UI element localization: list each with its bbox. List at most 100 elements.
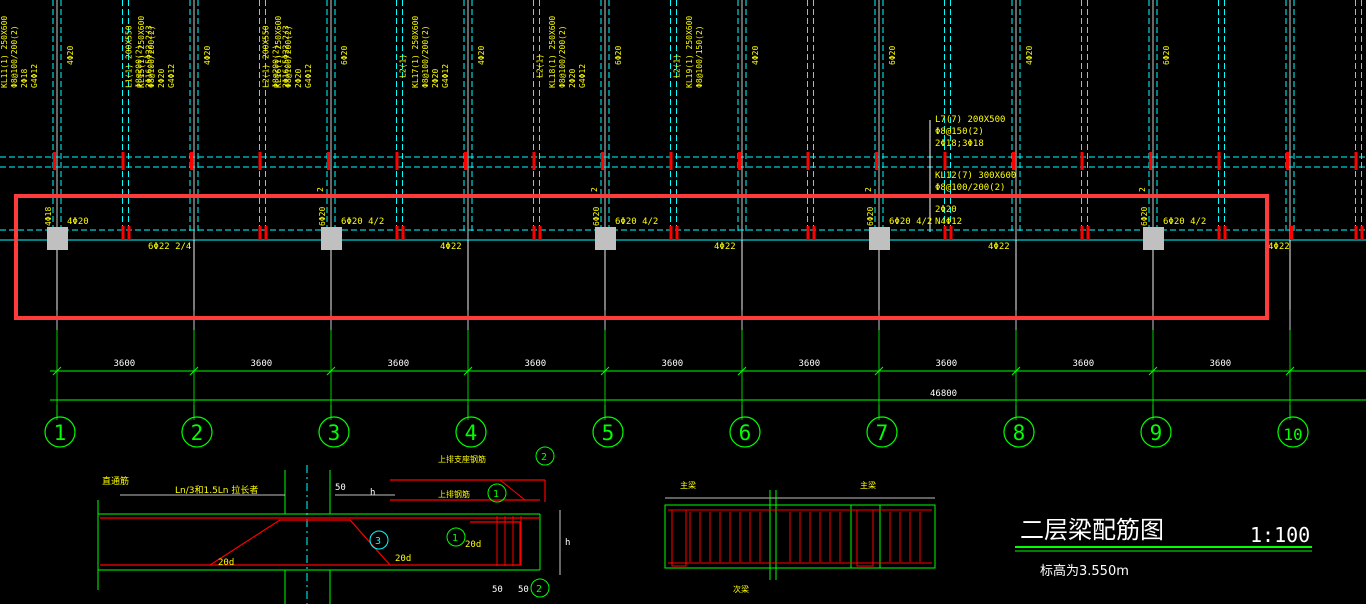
drawing-title: 二层梁配筋图: [1020, 516, 1164, 544]
bottom-bar-label: 6Φ22 2/4: [148, 242, 191, 252]
detail-upper-row: 上排钢筋: [438, 489, 470, 499]
bar-tick: [738, 152, 741, 170]
dimension-tick: [874, 366, 884, 376]
beam-label-line: L2(1): [673, 54, 682, 78]
beam-label: L2(1): [673, 54, 682, 78]
slash-text: 2: [590, 187, 599, 192]
column-bar-label: 4Φ20: [66, 46, 75, 65]
dimension-tick: [737, 366, 747, 376]
column-bar-label: 6Φ20: [1162, 46, 1171, 65]
bar-tick: [1080, 226, 1084, 240]
dimension-tick: [326, 366, 336, 376]
drawing-scale: 1:100: [1250, 523, 1310, 547]
bar-tick: [669, 226, 673, 240]
support-bar-text: 6Φ20: [592, 207, 601, 226]
bar-tick: [1223, 226, 1227, 240]
bar-tick: [258, 152, 262, 170]
dimension-tick: [1011, 366, 1021, 376]
bar-tick: [1286, 152, 1289, 170]
column: [1143, 227, 1164, 250]
beam-label-line: 2Φ16;5Φ22 2/3: [282, 25, 291, 88]
bar-tick: [1080, 152, 1084, 170]
bar-tick: [669, 152, 673, 170]
beam-label-line: 2Φ20: [294, 69, 303, 88]
bar-tick: [675, 226, 679, 240]
detail-circle-1b: 1: [452, 533, 458, 544]
detail-20d-2: 20d: [395, 554, 411, 564]
beam-label-line: L2(1): [399, 54, 408, 78]
bar-tick: [127, 226, 131, 240]
bar-tick: [53, 152, 56, 170]
axis-bubble-label: 6: [739, 421, 752, 445]
column-bar-text: 4Φ20: [1025, 46, 1034, 65]
dimension-tick: [463, 366, 473, 376]
axis-bubble: [181, 416, 213, 448]
beam-label-line: Φ8@100/200(2): [10, 25, 19, 88]
support-suffix-text: 6Φ20 4/2: [889, 217, 932, 227]
axis-bubble: [1277, 416, 1309, 448]
bar-tick: [532, 226, 536, 240]
column-bar-text: 6Φ20: [614, 46, 623, 65]
detail-circle-2b: 2: [536, 584, 542, 595]
axis-bubble: [866, 416, 898, 448]
support-label: 4Φ18: [44, 207, 53, 226]
beam-label-line: G4Φ12: [578, 64, 587, 88]
axis-bubble-label: 7: [876, 421, 889, 445]
beam-label-line: L2(1): [536, 54, 545, 78]
support-label: 6Φ20: [318, 207, 327, 226]
support-bar-text: 6Φ20: [318, 207, 327, 226]
detail-50a: 50: [492, 585, 503, 595]
axis-bubble-label: 8: [1013, 421, 1026, 445]
bar-tick: [401, 226, 405, 240]
bar-tick: [806, 226, 810, 240]
bar-tick: [601, 152, 604, 170]
beam-label-line: Φ8@100/200(2): [421, 25, 430, 88]
beam-label-line: L1(1) 200X550: [125, 25, 134, 88]
bar-tick: [1149, 152, 1152, 170]
dimension-tick: [1285, 366, 1295, 376]
stirrup-detail: 主梁 主梁 次梁: [664, 480, 936, 594]
support-suffix-text: 6Φ20 4/2: [1163, 217, 1206, 227]
bar-tick: [190, 152, 193, 170]
beam-label-line: 2Φ20: [568, 69, 577, 88]
slash-text: 2: [864, 187, 873, 192]
bar-tick: [395, 226, 399, 240]
upper-beam-grid: [0, 0, 1366, 330]
l7-note-line-1: L7(7) 200X500: [935, 115, 1005, 125]
dimension-tick: [1148, 366, 1158, 376]
bay-dimension: 3600: [114, 359, 136, 369]
beam-label: L2(1): [399, 54, 408, 78]
bottom-bar-label: 4Φ22: [1268, 242, 1290, 252]
dimension-tick: [189, 366, 199, 376]
column-bar-label: 4Φ20: [1025, 46, 1034, 65]
support-label: 6Φ20: [592, 207, 601, 226]
column-bar-label: 6Φ20: [888, 46, 897, 65]
bar-tick: [464, 152, 467, 170]
bar-tick: [812, 226, 816, 240]
support-bar-text: 6Φ20: [866, 207, 875, 226]
bar-tick: [258, 226, 262, 240]
beam-label-line: KL19(1) 250X600: [685, 16, 694, 88]
detail-circle-1: 1: [493, 489, 499, 500]
beam-label-line: 2Φ18: [20, 69, 29, 88]
column-bar-text: 6Φ20: [340, 46, 349, 65]
bar-tick: [943, 226, 947, 240]
bottom-bar-label: 4Φ22: [988, 242, 1010, 252]
bottom-bar-label: 4Φ22: [440, 242, 462, 252]
axis-bubble: [729, 416, 761, 448]
l7-note-line-3: 2Φ18;3Φ18: [935, 139, 984, 149]
beam-label-line: KL17(1) 250X600: [411, 16, 420, 88]
support-bar-text: 6Φ20: [1140, 207, 1149, 226]
beam-label-line: Φ8@100/200(2): [284, 25, 293, 88]
bar-tick: [1217, 152, 1221, 170]
column-bar-text: 4Φ20: [66, 46, 75, 65]
elevation-note: 标高为3.550m: [1040, 563, 1129, 579]
dimension-tick: [52, 366, 62, 376]
support-label: 6Φ20: [1140, 207, 1149, 226]
beam-label-line: Φ8@100/200(2): [147, 25, 156, 88]
